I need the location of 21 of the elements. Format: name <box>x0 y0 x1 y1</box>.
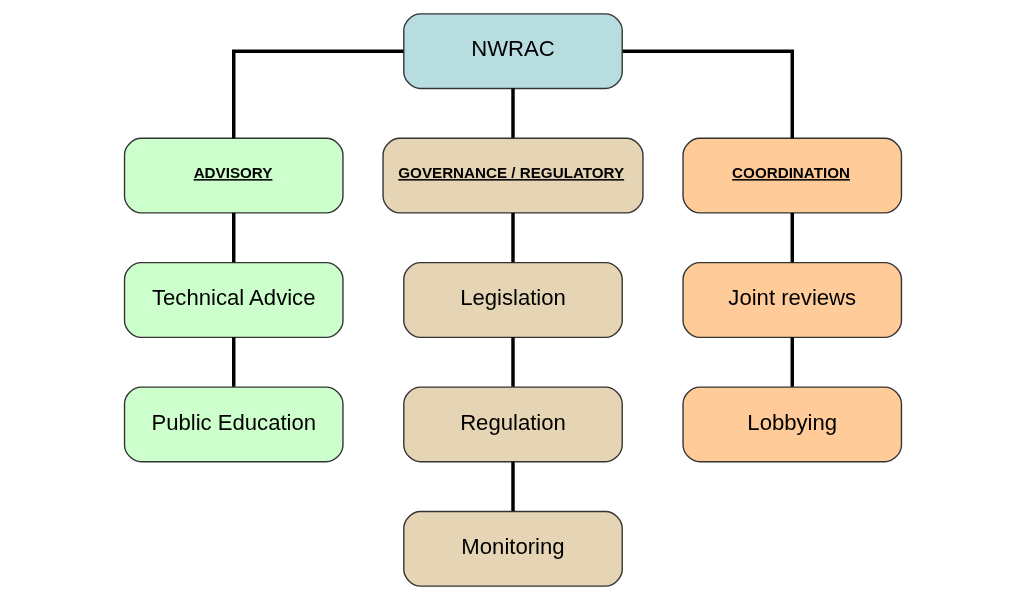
connector <box>790 337 794 387</box>
connector <box>231 212 235 263</box>
node-box: Legislation <box>402 262 623 338</box>
connector <box>790 212 794 263</box>
connector <box>510 461 515 512</box>
node-box: GOVERNANCE / REGULATORY <box>381 137 644 214</box>
connector <box>510 337 515 387</box>
connector <box>622 49 794 139</box>
node-box: Monitoring <box>402 510 623 587</box>
node-box: COORDINATION <box>681 137 902 214</box>
node-box: Joint reviews <box>681 262 902 338</box>
connector <box>231 49 403 139</box>
connector <box>231 337 235 387</box>
node-box: Regulation <box>402 386 623 463</box>
node-box: NWRAC <box>402 13 623 90</box>
node-box: Lobbying <box>681 386 902 463</box>
node-box: ADVISORY <box>123 137 344 214</box>
connector <box>510 212 515 263</box>
node-box: Public Education <box>123 386 344 463</box>
connector <box>510 88 515 138</box>
node-box: Technical Advice <box>123 262 344 338</box>
